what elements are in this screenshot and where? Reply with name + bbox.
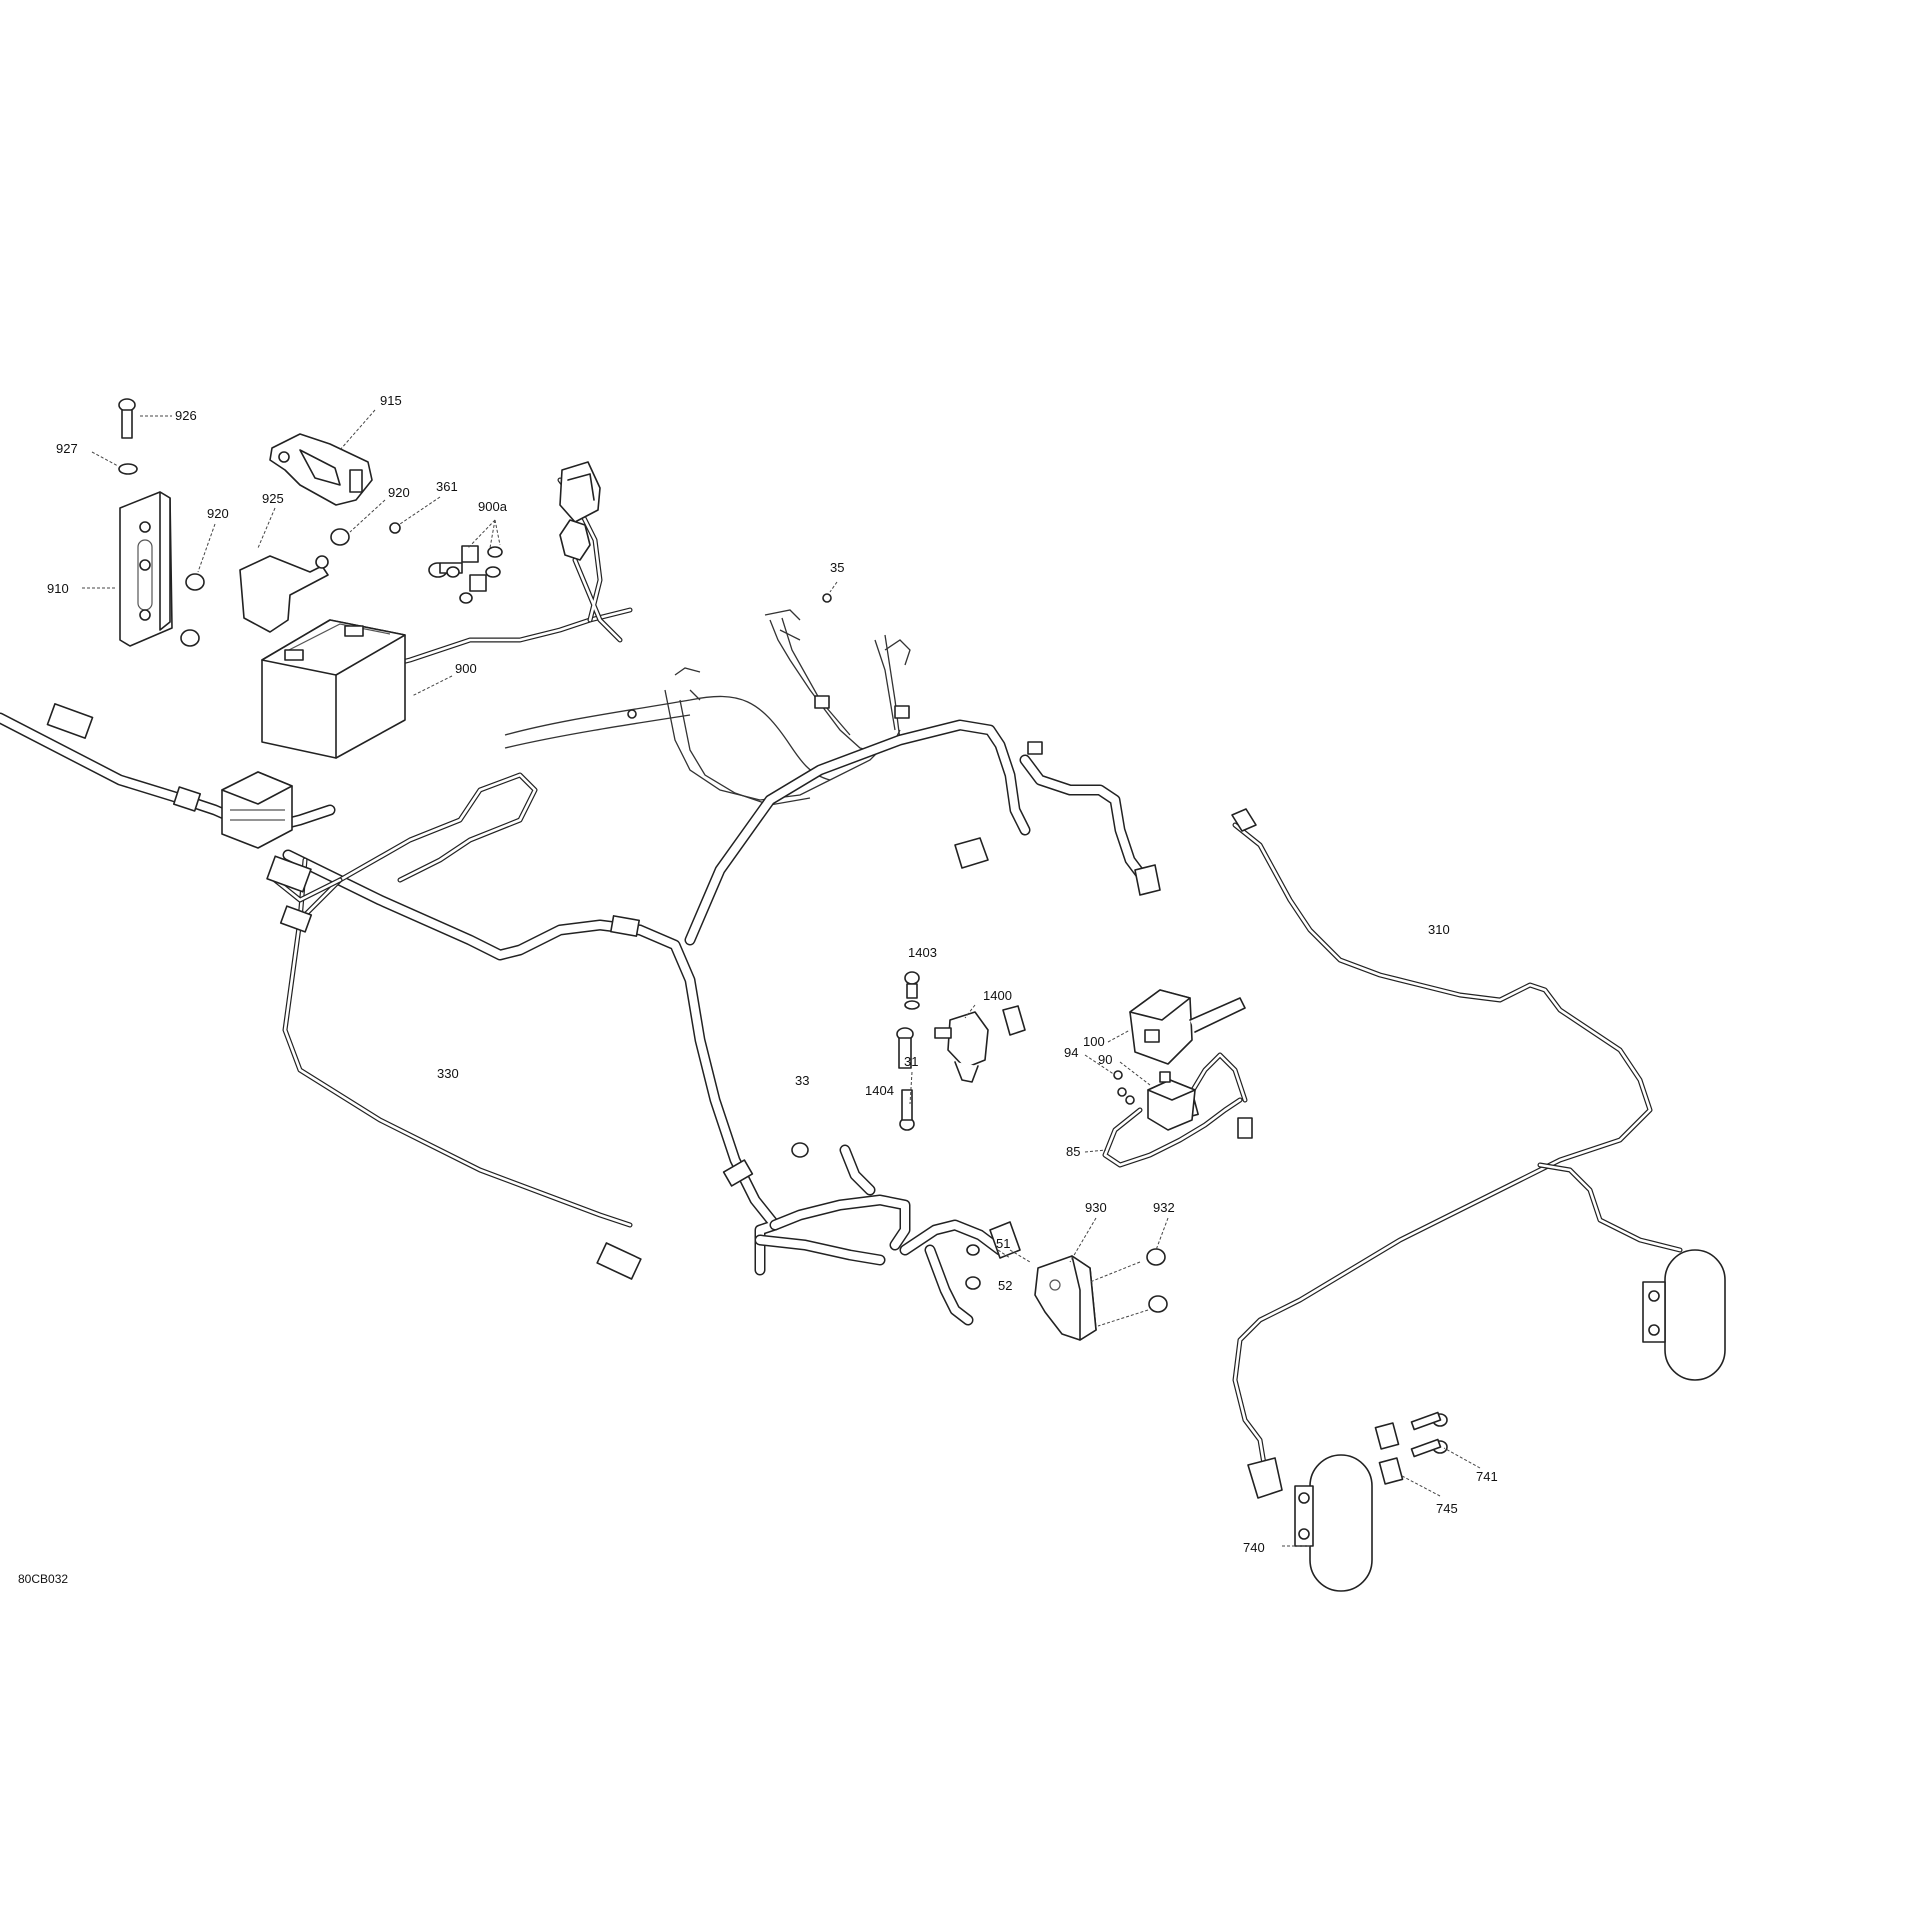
bolt-1404 bbox=[896, 1027, 914, 1069]
label-35: 35 bbox=[830, 560, 844, 575]
label-925: 925 bbox=[262, 491, 284, 506]
battery-cable-connector bbox=[559, 461, 601, 561]
tail-light-right bbox=[1642, 1249, 1726, 1381]
harness-connectors-left bbox=[266, 837, 1161, 1280]
label-361: 361 bbox=[436, 479, 458, 494]
wire-harness-310 bbox=[1231, 808, 1683, 1473]
main-wiring-harness bbox=[0, 712, 1151, 1326]
harness-sleeves bbox=[172, 695, 1043, 1187]
tail-light-740 bbox=[1294, 1454, 1373, 1592]
label-90: 90 bbox=[1098, 1052, 1112, 1067]
label-94: 94 bbox=[1064, 1045, 1078, 1060]
terminal-hardware-900a bbox=[428, 545, 503, 604]
grommets-932 bbox=[1146, 1248, 1168, 1313]
sensor-1400 bbox=[934, 1011, 989, 1083]
module-100 bbox=[1129, 989, 1246, 1065]
bolt-1403 bbox=[904, 971, 920, 1010]
label-900: 900 bbox=[455, 661, 477, 676]
bolts-741 bbox=[1410, 1411, 1448, 1458]
label-932: 932 bbox=[1153, 1200, 1175, 1215]
label-740: 740 bbox=[1243, 1540, 1265, 1555]
bracket-910 bbox=[119, 491, 173, 647]
bolt-926 bbox=[118, 398, 136, 439]
label-1404: 1404 bbox=[865, 1083, 894, 1098]
nuts-920 bbox=[180, 528, 350, 647]
clamp-915 bbox=[269, 433, 373, 506]
part-361 bbox=[389, 522, 401, 534]
label-930: 930 bbox=[1085, 1200, 1107, 1215]
label-33: 33 bbox=[795, 1073, 809, 1088]
label-926: 926 bbox=[175, 408, 197, 423]
label-927: 927 bbox=[56, 441, 78, 456]
label-920-left: 920 bbox=[207, 506, 229, 521]
label-910: 910 bbox=[47, 581, 69, 596]
label-741: 741 bbox=[1476, 1469, 1498, 1484]
label-52: 52 bbox=[998, 1278, 1012, 1293]
module-930 bbox=[1034, 1255, 1097, 1341]
label-100: 100 bbox=[1083, 1034, 1105, 1049]
wire-harness-330 bbox=[272, 477, 633, 1228]
bolt-35 bbox=[822, 593, 832, 603]
nut-33 bbox=[791, 1142, 809, 1158]
diagram-code: 80CB032 bbox=[18, 1572, 68, 1586]
bolt-31 bbox=[899, 1089, 915, 1131]
washer-927 bbox=[118, 463, 138, 475]
label-330: 330 bbox=[437, 1066, 459, 1081]
connector-51 bbox=[966, 1221, 1021, 1259]
battery-900 bbox=[261, 619, 406, 759]
label-85: 85 bbox=[1066, 1144, 1080, 1159]
plate-925 bbox=[239, 555, 329, 633]
connector-740-plug bbox=[1247, 1457, 1283, 1499]
washer-52 bbox=[965, 1276, 981, 1290]
label-310: 310 bbox=[1428, 922, 1450, 937]
label-920-right: 920 bbox=[388, 485, 410, 500]
leader-lines bbox=[82, 409, 1481, 1547]
part-labels: 926 927 915 920 920 925 361 900a 910 900… bbox=[18, 393, 1498, 1586]
label-1400: 1400 bbox=[983, 988, 1012, 1003]
clips-745 bbox=[1374, 1422, 1404, 1485]
fuse-box bbox=[46, 703, 293, 849]
fuse-holder-90 bbox=[1147, 1071, 1196, 1131]
label-1403: 1403 bbox=[908, 945, 937, 960]
label-915: 915 bbox=[380, 393, 402, 408]
label-51: 51 bbox=[996, 1236, 1010, 1251]
label-31: 31 bbox=[904, 1054, 918, 1069]
screws-94 bbox=[1113, 1070, 1135, 1105]
label-745: 745 bbox=[1436, 1501, 1458, 1516]
label-900a: 900a bbox=[478, 499, 508, 514]
